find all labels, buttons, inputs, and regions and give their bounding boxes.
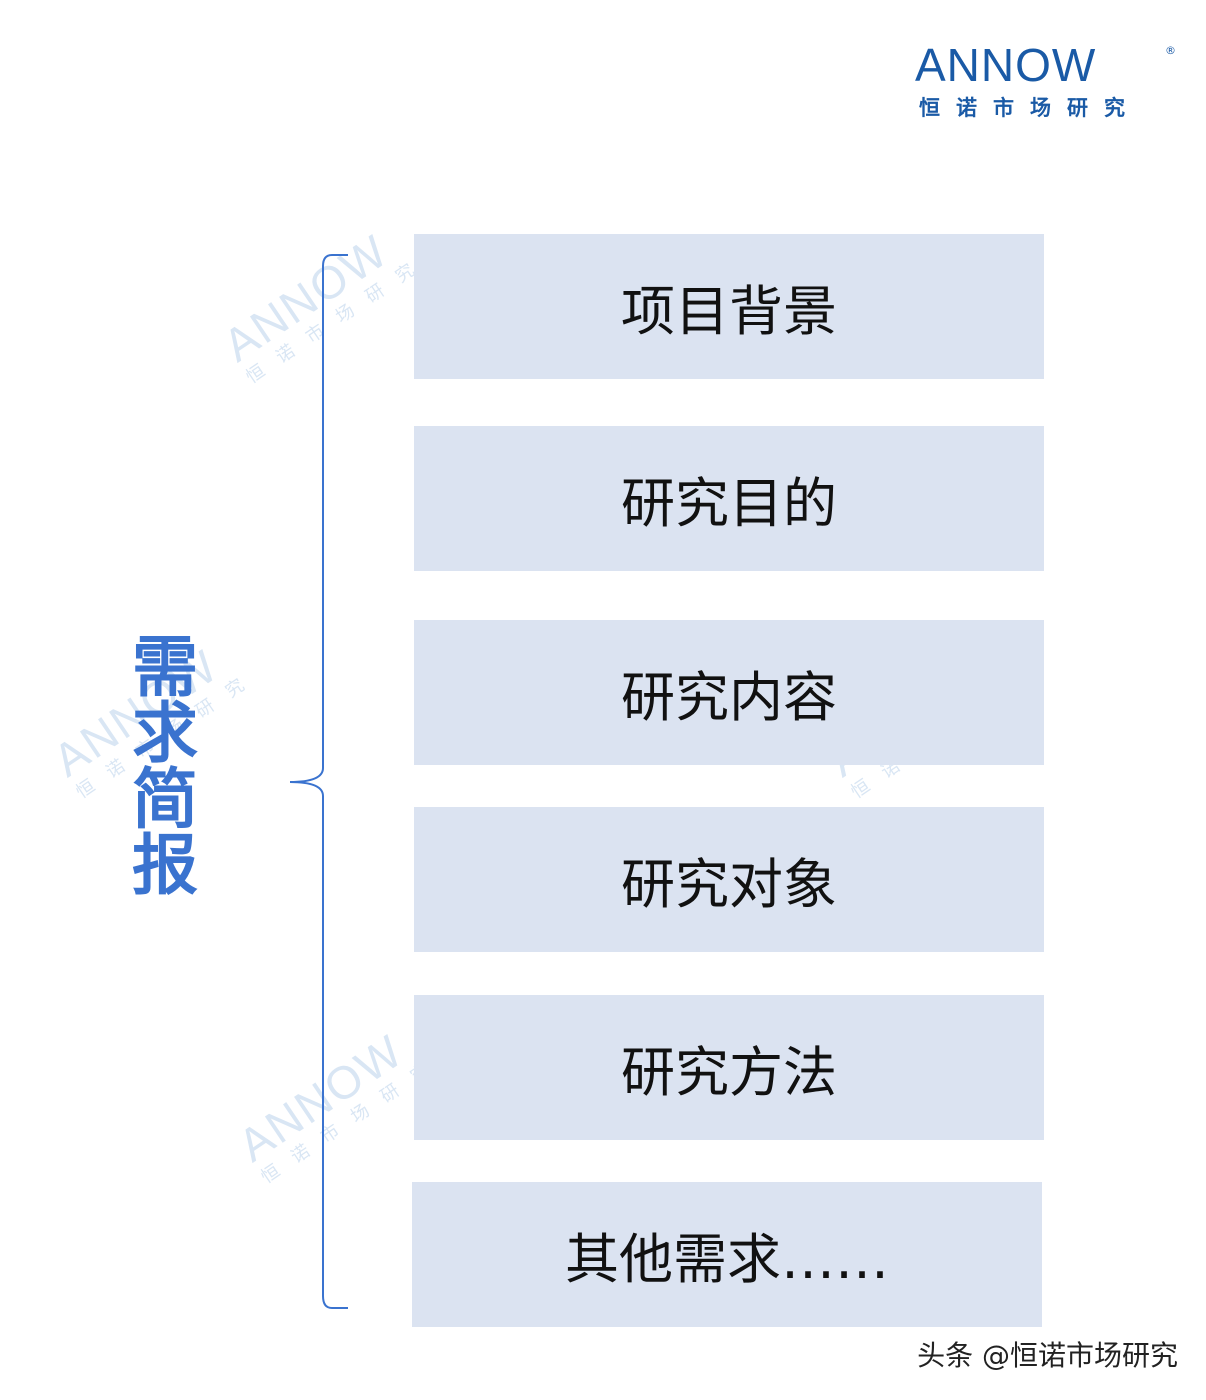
title-char: 简 bbox=[132, 761, 198, 838]
item-label: 其他需求…… bbox=[565, 1228, 889, 1291]
registered-mark: ® bbox=[1165, 44, 1176, 57]
item-label: 研究方法 bbox=[621, 1041, 837, 1104]
item-other-needs: 其他需求…… bbox=[412, 1182, 1042, 1327]
item-research-method: 研究方法 bbox=[414, 995, 1044, 1140]
item-project-background: 项目背景 bbox=[414, 234, 1044, 379]
item-label: 项目背景 bbox=[621, 280, 837, 343]
title-char: 求 bbox=[132, 695, 198, 772]
annow-logo: ANNOW ® 恒诺市场研究 bbox=[915, 39, 1176, 124]
page-title: 需 求 简 报 bbox=[130, 635, 200, 899]
logo-subtitle: 恒诺市场研究 bbox=[919, 96, 1141, 120]
item-research-purpose: 研究目的 bbox=[414, 426, 1044, 571]
item-research-subject: 研究对象 bbox=[414, 807, 1044, 952]
source-watermark: 头条 @恒诺市场研究 bbox=[917, 1339, 1178, 1372]
curly-brace-icon bbox=[289, 254, 348, 1309]
logo-wordmark: ANNOW bbox=[915, 39, 1097, 91]
item-label: 研究内容 bbox=[621, 666, 837, 729]
item-research-content: 研究内容 bbox=[414, 620, 1044, 765]
title-char: 报 bbox=[132, 827, 198, 904]
item-label: 研究目的 bbox=[621, 472, 837, 535]
item-label: 研究对象 bbox=[621, 853, 837, 916]
title-char: 需 bbox=[132, 629, 198, 706]
